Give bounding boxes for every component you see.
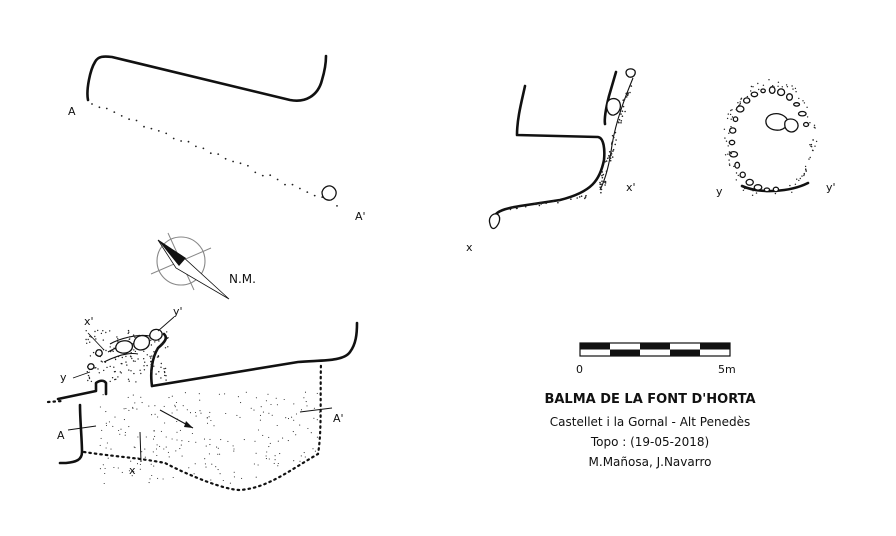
label-x-prime-plan: x' — [84, 315, 94, 328]
north-arrow — [150, 232, 230, 300]
label-y-plan: y — [60, 371, 67, 384]
scale-start-label: 0 — [576, 363, 583, 376]
label-a-prime-profile: A' — [355, 210, 366, 223]
north-label: N.M. — [229, 272, 256, 286]
label-x-prime-profile: x' — [626, 181, 636, 194]
title-block: BALMA DE LA FONT D'HORTA Castellet i la … — [520, 392, 780, 475]
profile-y-y — [723, 79, 818, 196]
label-a-plan: A — [57, 429, 65, 442]
profile-a-a — [86, 54, 338, 207]
drawing-title: BALMA DE LA FONT D'HORTA — [544, 392, 756, 407]
label-a-prime-plan: A' — [333, 412, 344, 425]
label-x-profile: x — [466, 241, 473, 254]
label-x-plan: x — [129, 464, 136, 477]
drawing-topo-date: Topo : (19-05-2018) — [590, 435, 710, 449]
scale-end-label: 5m — [718, 363, 736, 376]
drawing-authors: M.Mañosa, J.Navarro — [588, 455, 712, 469]
label-y-prime-profile: y' — [826, 181, 836, 194]
label-a-profile: A — [68, 105, 76, 118]
plan-view — [46, 316, 359, 492]
drawing-location: Castellet i la Gornal - Alt Penedès — [549, 415, 751, 429]
scale-bar — [579, 342, 731, 357]
profile-x-x — [488, 68, 636, 230]
label-y-prime-plan: y' — [173, 305, 183, 318]
label-y-profile: y — [716, 185, 723, 198]
